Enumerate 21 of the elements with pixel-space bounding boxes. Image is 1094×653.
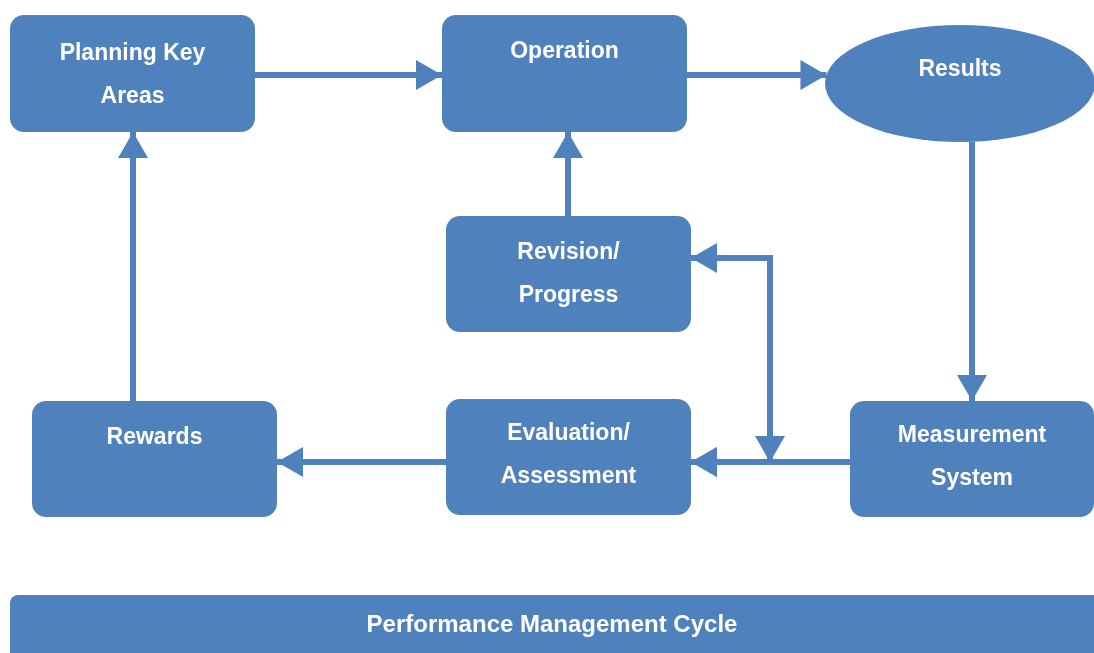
box-label: Planning Key Areas <box>58 38 207 110</box>
process-box <box>446 216 691 332</box>
box-label: Evaluation/ Assessment <box>499 418 638 490</box>
process-box <box>446 399 691 515</box>
arrow <box>255 60 442 90</box>
arrow <box>957 141 987 401</box>
box-label: Revision/ Progress <box>516 237 621 309</box>
process-box <box>850 401 1094 517</box>
process-box <box>442 15 687 132</box>
arrow <box>691 243 785 477</box>
box-label: Rewards <box>106 422 203 451</box>
arrow <box>277 447 446 477</box>
arrow <box>553 132 583 216</box>
box-label: Results <box>918 54 1002 83</box>
arrow <box>118 132 148 401</box>
box-label: Measurement System <box>896 420 1048 492</box>
process-box <box>10 15 255 132</box>
process-box <box>32 401 277 517</box>
arrow <box>687 60 827 90</box>
box-label: Operation <box>510 36 619 65</box>
title-banner: Performance Management Cycle <box>10 595 1094 653</box>
